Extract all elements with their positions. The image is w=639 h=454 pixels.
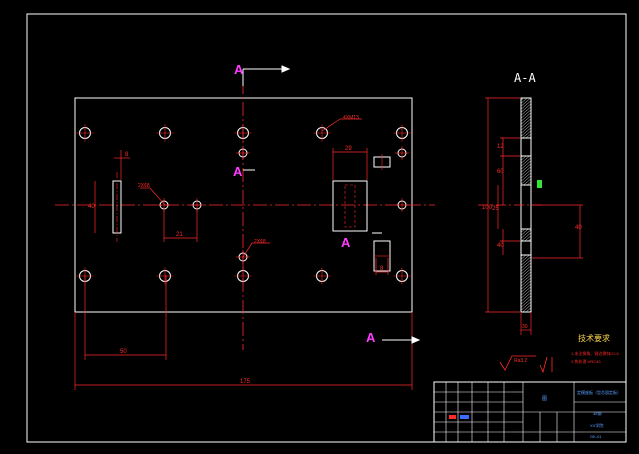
hatch-line <box>521 271 531 281</box>
section-cut-markers <box>242 65 421 344</box>
section-view <box>478 97 583 335</box>
section-mark-middle-left: A <box>233 164 243 179</box>
title-block-material: 45钢 <box>593 410 601 416</box>
hatch-line <box>521 289 531 299</box>
hatch-line <box>521 280 531 290</box>
dim-section-bottom: 40 <box>497 243 504 249</box>
section-mark-top: A <box>234 62 244 77</box>
dim-overall-width: 175 <box>240 379 251 385</box>
section-mark-bottom: A <box>366 330 376 345</box>
dim-small-spacing: 21 <box>176 232 183 238</box>
hatch-line <box>521 274 531 284</box>
hatch-line <box>521 265 531 275</box>
title-block-company: XX学院 <box>590 422 603 428</box>
hatch-line <box>529 310 531 312</box>
dim-pocket-width: 29 <box>345 146 352 152</box>
hatch-line <box>521 109 531 119</box>
hatch-line <box>521 229 531 239</box>
dim-section-right: 40 <box>575 225 582 231</box>
hatch-line <box>521 163 531 173</box>
hatch-line <box>521 118 531 128</box>
section-recess-lower <box>520 240 532 256</box>
title-block-red-swatch <box>449 415 456 419</box>
dim-section-small: 12 <box>497 144 504 150</box>
hatch-line <box>522 304 531 312</box>
dimension-lines <box>74 118 413 390</box>
hatch-line <box>521 283 531 293</box>
hatch-line <box>521 98 528 104</box>
title-block <box>433 381 627 443</box>
hatch-line <box>521 103 531 113</box>
section-dimensions <box>485 97 583 335</box>
section-marker-green <box>537 180 542 188</box>
hatch-line <box>525 307 531 312</box>
hatch-line <box>521 121 531 131</box>
title-block-mark: 图 <box>542 396 547 402</box>
hatch-line <box>521 124 531 134</box>
hatch-line <box>521 295 531 305</box>
dim-small-size: 8 <box>380 266 384 272</box>
hatch-line <box>521 256 531 266</box>
hatch-line <box>521 172 531 182</box>
hatch-line <box>521 268 531 278</box>
notes-title: 技术要求 <box>578 333 610 343</box>
dim-section-thickness: 30 <box>522 324 528 330</box>
right-pocket-inner <box>344 184 356 228</box>
hatch-line <box>521 169 531 179</box>
roughness-value: Ra3.2 <box>514 358 528 364</box>
notes-line-2: 2.热处理 HRC45 <box>571 358 601 364</box>
title-block-number: GK-01 <box>590 434 602 439</box>
hatch-line <box>521 298 531 308</box>
hatch-line <box>521 115 531 125</box>
hatch-line <box>521 112 531 122</box>
dim-section-total: 100 <box>482 205 493 211</box>
title-block-drawing-name: 定模座板（型芯固定板） <box>577 389 621 395</box>
hatch-line <box>521 292 531 302</box>
hatch-line <box>521 175 531 185</box>
section-recess-upper <box>520 137 532 157</box>
hatch-line <box>521 127 531 137</box>
hatch-line <box>521 98 531 107</box>
hatch-line <box>521 100 531 110</box>
dim-section-mid: 25 <box>492 206 499 212</box>
dim-slot-height: 40 <box>88 204 95 210</box>
hatch-line <box>521 259 531 269</box>
hatch-line <box>521 301 531 311</box>
plan-view <box>55 65 435 390</box>
callout-threaded-holes: 4XM13 <box>343 115 359 121</box>
section-mark-middle-right: A <box>341 235 351 250</box>
hatch-line <box>521 277 531 287</box>
hatch-line <box>521 262 531 272</box>
hatch-line <box>521 98 525 101</box>
hatch-line <box>521 166 531 176</box>
notes-line-1: 1.未注倒角、锐边倒钝C0.5 <box>571 350 620 356</box>
section-view-title: A-A <box>514 71 536 85</box>
roughness-symbol <box>499 355 553 374</box>
section-recess-middle <box>520 184 532 230</box>
right-pocket <box>332 180 368 232</box>
callout-left-hole: 2X¢8 <box>138 183 150 189</box>
hatch-line <box>521 160 531 170</box>
hatch-line <box>521 286 531 296</box>
hatch-line <box>521 157 531 167</box>
hatch-line <box>521 106 531 116</box>
dim-hole-spacing: 50 <box>120 349 127 355</box>
dim-section-upper: 60 <box>497 169 504 175</box>
dim-left-offset: 8 <box>125 152 129 158</box>
title-block-blue-swatch <box>460 415 469 419</box>
hole-group <box>76 124 411 285</box>
sheet-border <box>26 13 627 443</box>
callout-bottom-hole: 2X¢8 <box>254 239 266 245</box>
